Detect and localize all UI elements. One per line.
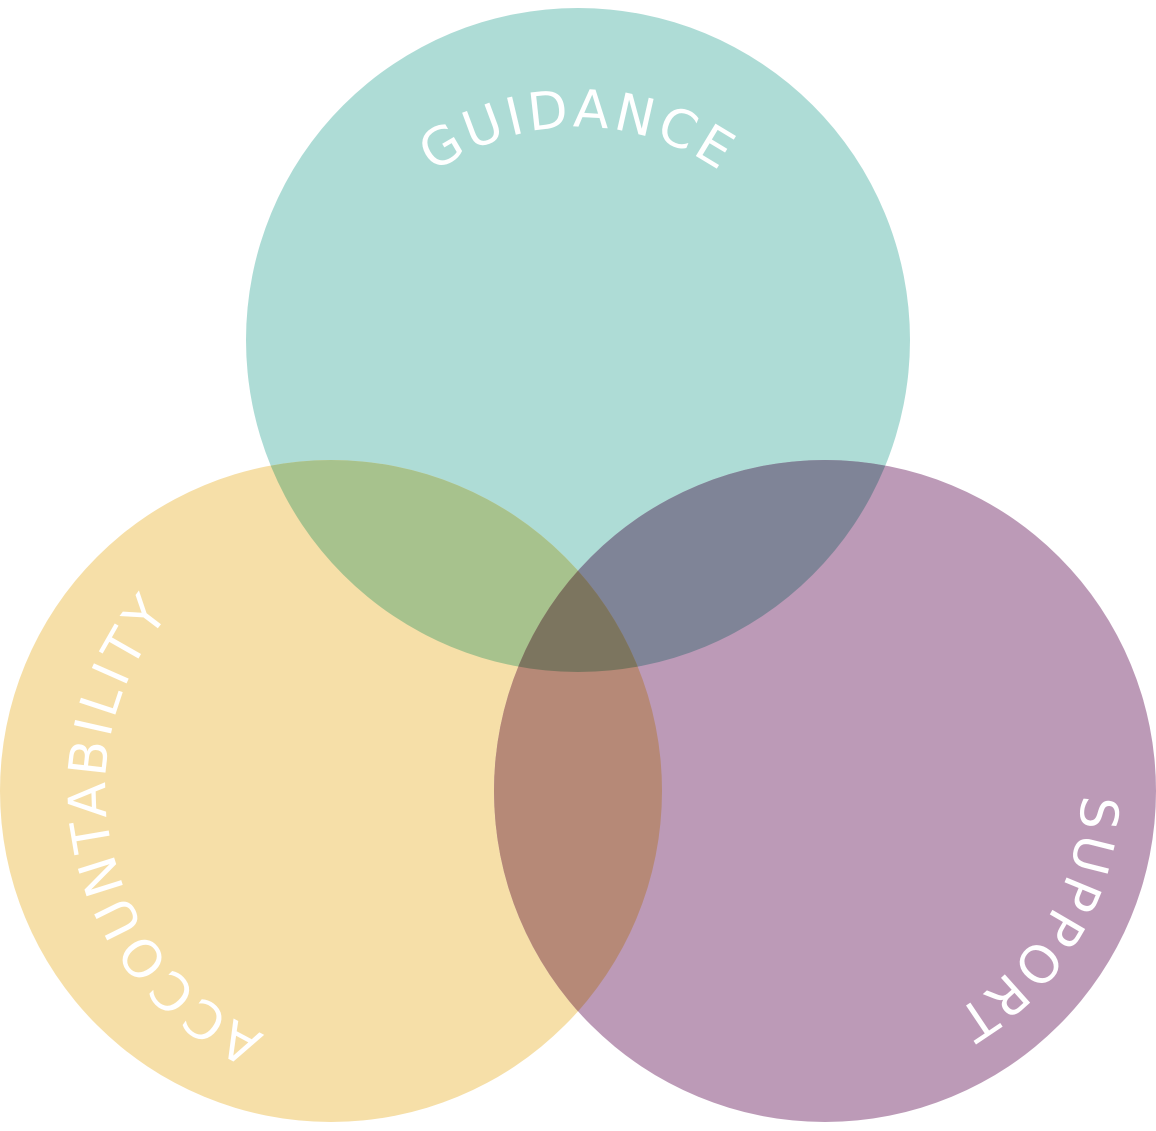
overlap-guidance-support	[494, 460, 910, 672]
overlap-guidance-accountability	[246, 460, 662, 672]
